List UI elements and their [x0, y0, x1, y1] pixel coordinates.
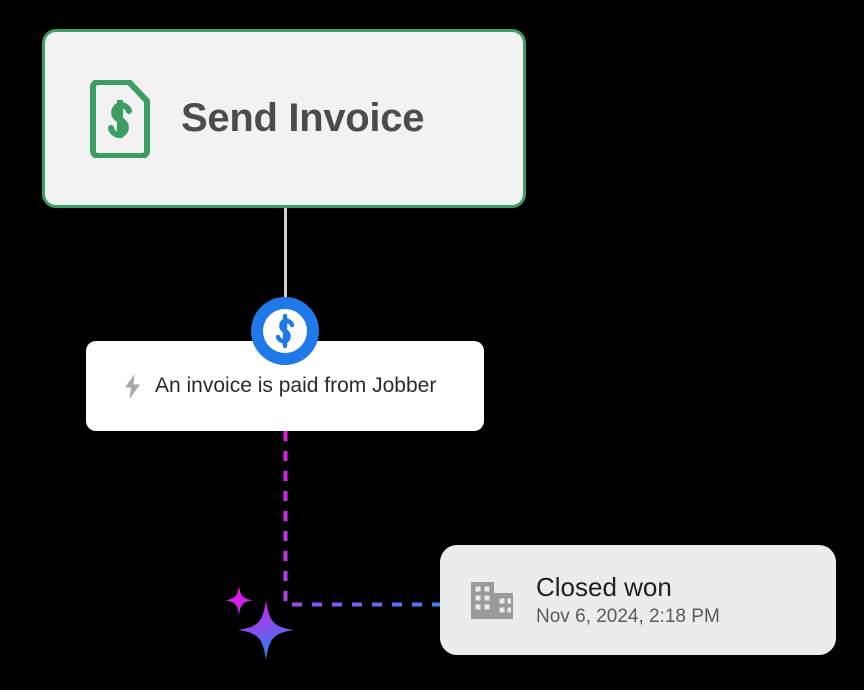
dollar-coin-icon: [263, 309, 307, 353]
record-card-closed-won[interactable]: Closed won Nov 6, 2024, 2:18 PM: [440, 545, 836, 655]
trigger-card-label: An invoice is paid from Jobber: [155, 374, 437, 397]
action-card-title: Send Invoice: [181, 96, 425, 140]
ai-sparkle-icon: [226, 586, 294, 660]
record-card-title: Closed won: [536, 571, 672, 602]
action-card-send-invoice[interactable]: Send Invoice: [42, 29, 526, 208]
lightning-bolt-icon: [125, 373, 140, 399]
ai-sparkle-decoration: [226, 584, 300, 660]
building-icon: [471, 582, 513, 619]
invoice-document-dollar-icon: [90, 79, 150, 158]
record-card-text: Closed won Nov 6, 2024, 2:18 PM: [536, 571, 720, 628]
record-card-subtitle: Nov 6, 2024, 2:18 PM: [536, 605, 720, 627]
dollar-coin-badge[interactable]: [251, 297, 319, 365]
connector-dashed-elbow: [283, 431, 440, 607]
